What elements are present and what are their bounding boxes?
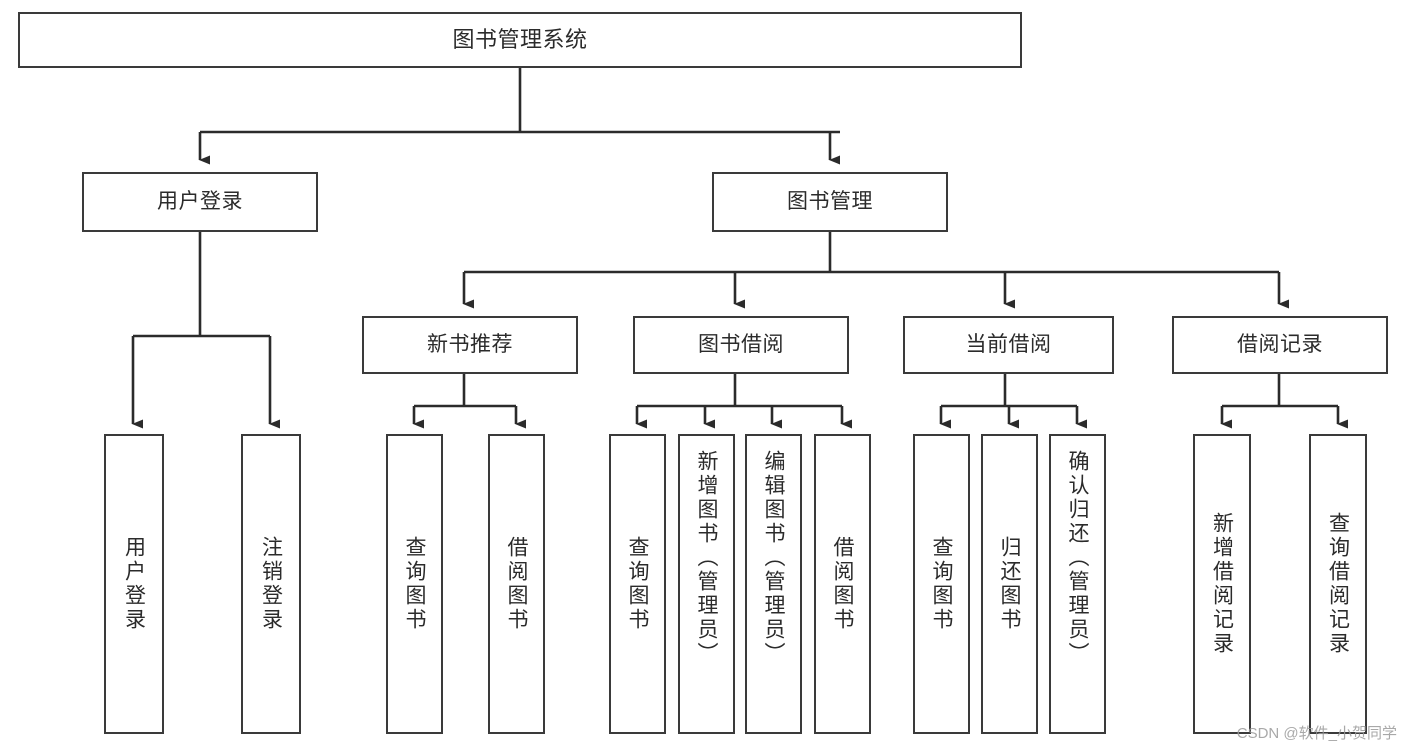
node-book-borrow-label: 图书借阅 [698,332,784,356]
node-borrow-records[interactable]: 借阅记录 [1172,316,1388,374]
leaf-query-borrow-record[interactable]: 查询借阅记录 [1309,434,1367,734]
leaf-logout[interactable]: 注销登录 [241,434,301,734]
leaf-confirm-return-admin[interactable]: 确认归还（管理员） [1049,434,1106,734]
leaf-borrow-book-borrow-label: 借阅图书 [831,536,854,632]
leaf-query-borrow-record-label: 查询借阅记录 [1326,512,1350,656]
leaf-query-book-current[interactable]: 查询图书 [913,434,970,734]
node-root[interactable]: 图书管理系统 [18,12,1022,68]
leaf-query-book-current-label: 查询图书 [930,536,953,632]
leaf-query-book-newbook-label: 查询图书 [403,536,426,632]
node-book-management[interactable]: 图书管理 [712,172,948,232]
leaf-add-book-admin[interactable]: 新增图书（管理员） [678,434,735,734]
leaf-borrow-book-newbook[interactable]: 借阅图书 [488,434,545,734]
node-current-borrow[interactable]: 当前借阅 [903,316,1114,374]
leaf-user-login-label: 用户登录 [122,536,146,632]
leaf-borrow-book-newbook-label: 借阅图书 [505,536,528,632]
node-borrow-records-label: 借阅记录 [1237,332,1323,356]
node-user-login[interactable]: 用户登录 [82,172,318,232]
node-new-book-recommend-label: 新书推荐 [427,332,513,356]
leaf-edit-book-admin-label: 编辑图书（管理员） [762,450,785,666]
leaf-add-borrow-record-label: 新增借阅记录 [1210,512,1234,656]
leaf-return-book-label: 归还图书 [998,536,1021,632]
leaf-user-login[interactable]: 用户登录 [104,434,164,734]
node-current-borrow-label: 当前借阅 [965,332,1052,356]
leaf-add-book-admin-label: 新增图书（管理员） [695,450,718,666]
leaf-add-borrow-record[interactable]: 新增借阅记录 [1193,434,1251,734]
leaf-logout-label: 注销登录 [259,536,283,632]
node-root-label: 图书管理系统 [452,27,588,53]
node-book-management-label: 图书管理 [787,189,873,213]
leaf-query-book-newbook[interactable]: 查询图书 [386,434,443,734]
csdn-watermark: CSDN @软件_小贺同学 [1236,725,1397,742]
node-new-book-recommend[interactable]: 新书推荐 [362,316,578,374]
leaf-borrow-book-borrow[interactable]: 借阅图书 [814,434,871,734]
leaf-return-book[interactable]: 归还图书 [981,434,1038,734]
leaf-query-book-borrow-label: 查询图书 [626,536,649,632]
node-user-login-label: 用户登录 [157,189,243,213]
leaf-edit-book-admin[interactable]: 编辑图书（管理员） [745,434,802,734]
node-book-borrow[interactable]: 图书借阅 [633,316,849,374]
leaf-query-book-borrow[interactable]: 查询图书 [609,434,666,734]
leaf-confirm-return-admin-label: 确认归还（管理员） [1066,450,1089,666]
